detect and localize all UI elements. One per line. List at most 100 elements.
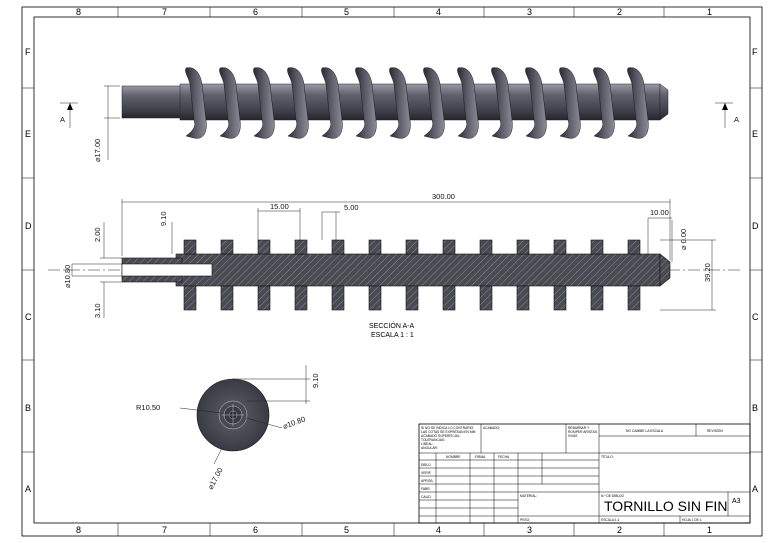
tb-role-approve: APROB.	[421, 479, 434, 483]
section-label-right: A	[734, 115, 739, 124]
section-arrow-right: A	[715, 102, 739, 128]
top-flight	[355, 67, 377, 139]
section-flight	[590, 239, 604, 255]
tb-col-name: NOMBRE	[446, 455, 461, 459]
zone-col-1-bottom: 1	[707, 525, 712, 535]
tb-no-scale: NO CAMBIE LA ESCALA	[626, 429, 664, 433]
dim-tip-length: 10.00	[650, 208, 669, 217]
zone-col-4: 4	[436, 7, 441, 17]
dim-bore-depth: 2.00	[93, 227, 102, 242]
section-flight	[553, 239, 567, 255]
dim-flight-height: 9.10	[159, 211, 168, 226]
tb-role-draw: DIBUJ.	[421, 463, 432, 467]
zone-col-6-bottom: 6	[253, 525, 258, 535]
section-flight	[627, 239, 641, 255]
section-scale: ESCALA 1 : 1	[371, 332, 414, 339]
top-flight	[559, 67, 581, 139]
top-flight	[593, 67, 615, 139]
tb-material: MATERIAL:	[520, 494, 537, 498]
tb-drawing-no: N.º DE DIBUJO	[601, 494, 624, 498]
tb-col-sign: FIRMA	[475, 455, 486, 459]
dim-outer-dia: 39.20	[703, 263, 712, 282]
dim-flight-thickness: 5.00	[344, 203, 359, 212]
zone-col-2-bottom: 2	[617, 525, 622, 535]
zone-col-1: 1	[707, 7, 712, 17]
tb-notes-4: TOLERANCIAS:	[421, 438, 445, 442]
section-flight	[479, 239, 493, 255]
top-flight	[525, 67, 547, 139]
title-block: SI NO SE INDICA LO CONTRARIO: LAS COTAS …	[418, 423, 751, 524]
top-flight	[457, 67, 479, 139]
tb-notes-1: SI NO SE INDICA LO CONTRARIO:	[421, 426, 474, 430]
top-core	[179, 83, 661, 121]
dim-end-flight: 9.10	[311, 373, 320, 388]
tb-deburr-1: REBARBAR Y	[568, 426, 590, 430]
screw-section-view: 300.00 15.00 5.00 10.00 ⌀ 0.00 39.20 9.1…	[48, 192, 740, 339]
zone-col-6: 6	[253, 7, 258, 17]
tb-weight: PESO:	[520, 518, 530, 522]
zone-row-c: C	[25, 312, 32, 322]
section-label-left: A	[60, 115, 65, 124]
outer-border	[21, 6, 763, 537]
zone-rows-right: F E D C B A	[750, 47, 762, 494]
top-flight	[287, 67, 309, 139]
top-shaft	[121, 85, 187, 119]
section-flight	[294, 285, 308, 311]
zone-col-3-bottom: 3	[527, 525, 532, 535]
section-flight	[553, 285, 567, 311]
section-flight	[442, 239, 456, 255]
dim-wall: 3.10	[93, 303, 102, 318]
zone-col-8-bottom: 8	[76, 525, 81, 535]
tb-finish: ACABADO:	[483, 426, 500, 430]
section-flight	[183, 239, 197, 255]
top-flight	[389, 67, 411, 139]
zone-col-5-bottom: 5	[344, 525, 349, 535]
zone-row-a-right: A	[752, 484, 758, 494]
top-flight	[219, 67, 241, 139]
section-flight	[627, 285, 641, 311]
top-tip	[659, 83, 669, 121]
zone-row-a: A	[25, 484, 31, 494]
section-flight	[442, 285, 456, 311]
section-arrow-left: A	[60, 102, 78, 128]
tb-col-date: FECHA	[498, 455, 510, 459]
dim-end-shaft-dia: ⌀17.00	[206, 466, 225, 491]
section-flight	[479, 285, 493, 311]
top-flight	[321, 67, 343, 139]
section-flight	[257, 285, 271, 311]
zone-row-b-right: B	[752, 403, 758, 413]
dim-bore-dia: ⌀10.80	[63, 265, 72, 288]
section-flight	[368, 239, 382, 255]
section-title: SECCIÓN A-A	[369, 321, 414, 330]
tb-part-title: TORNILLO SIN FIN	[604, 498, 727, 514]
zone-row-f: F	[25, 47, 31, 57]
tb-scale: ESCALA:1:1	[601, 518, 620, 522]
section-tip	[659, 253, 671, 287]
section-flight	[516, 239, 530, 255]
section-flight	[516, 285, 530, 311]
section-flight	[405, 285, 419, 311]
zone-row-e-right: E	[752, 129, 758, 139]
top-flight	[627, 67, 649, 139]
top-flight	[491, 67, 513, 139]
tb-deburr-2: ROMPER ARISTAS	[568, 430, 598, 434]
zone-row-b: B	[25, 403, 31, 413]
zone-columns-top: 8 7 6 5 4 3 2 1	[76, 7, 712, 17]
section-flight	[590, 285, 604, 311]
dim-pitch: 15.00	[270, 202, 289, 211]
top-flight	[253, 67, 275, 139]
zone-row-d: D	[25, 221, 32, 231]
zone-row-e: E	[25, 129, 31, 139]
tb-notes-5: LINEAL:	[421, 442, 433, 446]
zone-columns-bottom: 8 7 6 5 4 3 2 1	[76, 523, 712, 536]
dim-total-length: 300.00	[432, 192, 455, 201]
tb-title-label: TÍTULO:	[601, 455, 614, 459]
dim-tip-dia: ⌀ 0.00	[679, 229, 688, 250]
zone-rows-left: F E D C B A	[22, 47, 34, 494]
tb-notes-6: ANGULAR:	[421, 446, 438, 450]
section-flight	[294, 239, 308, 255]
dim-top-shaft-dia: ⌀17.00	[93, 139, 102, 162]
zone-col-7-bottom: 7	[162, 525, 167, 535]
tb-deburr-3: VIVAS	[568, 434, 578, 438]
